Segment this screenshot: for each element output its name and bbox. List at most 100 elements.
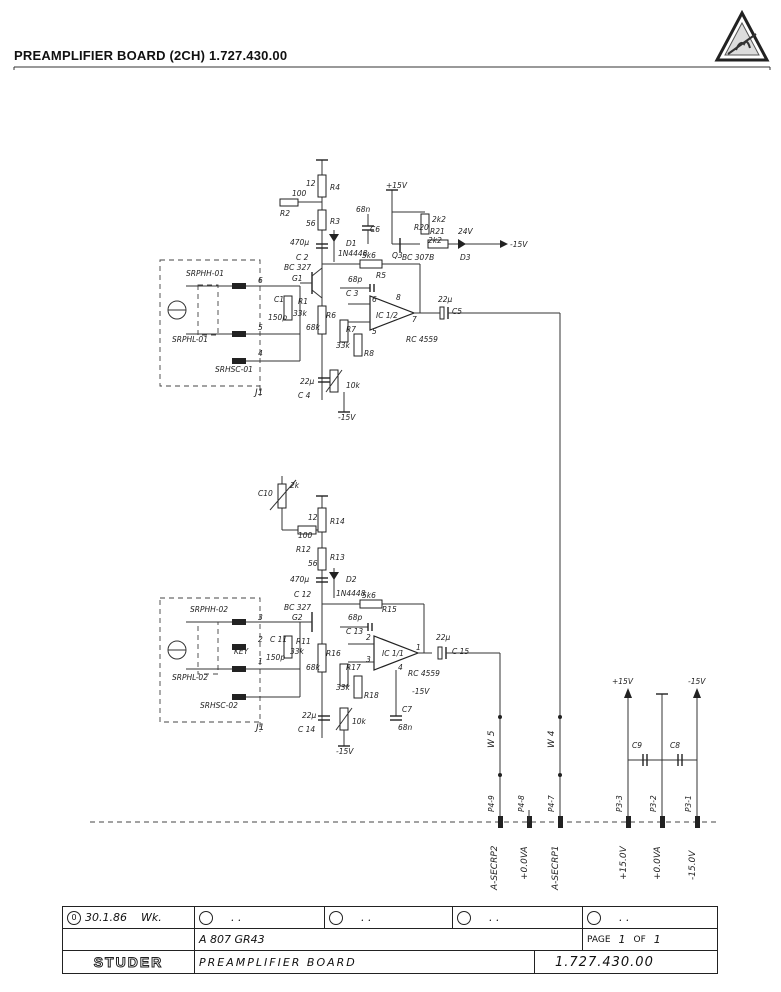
opamp-pin: 5: [372, 327, 377, 336]
title-block: 0 30.1.86 Wk. . . . . . . . . A 807 GR43…: [62, 906, 718, 974]
component-ref: Q3: [392, 251, 403, 260]
component-value: 68p: [348, 275, 363, 284]
component-ref: R8: [364, 349, 374, 358]
connector-pin-label: P4-8: [517, 795, 526, 812]
component-ref: R1: [298, 297, 308, 306]
supply-label: -15V: [688, 677, 706, 686]
component-value: 2k2: [428, 236, 442, 245]
component-value: 68n: [356, 205, 371, 214]
component-ref: C5: [452, 307, 462, 316]
pin-label: 3: [258, 613, 263, 622]
component-ref: R12: [296, 545, 311, 554]
supply-label: -15V: [336, 747, 354, 756]
supply-label: -15V: [510, 240, 528, 249]
signal-label: +15.0V: [619, 845, 629, 880]
channel-1-circuit: [159, 159, 561, 825]
drawing-reference: A 807 GR43: [195, 929, 583, 950]
component-ref: R7: [346, 325, 356, 334]
component-ref: C 4: [298, 391, 311, 400]
page-info: PAGE 1 OF 1: [583, 929, 717, 950]
component-value: 100: [298, 531, 313, 540]
connector-label: SRHSC-01: [215, 365, 253, 374]
component-value: 2k: [290, 481, 300, 490]
connector-pin-label: P4-7: [547, 795, 556, 812]
component-ref: C7: [402, 705, 412, 714]
component-ref: C8: [670, 741, 680, 750]
signal-label: A-SECRP1: [551, 846, 561, 892]
component-ref: R18: [364, 691, 379, 700]
component-ref: R5: [376, 271, 386, 280]
revision-initials: Wk.: [141, 911, 162, 924]
component-ref: R20: [414, 223, 429, 232]
brand-cell: STUDER: [63, 951, 195, 973]
connector-label: SRPHL-02: [172, 673, 208, 682]
component-value: 10k: [346, 381, 361, 390]
pin-label: 1: [258, 657, 263, 666]
connector-pin-p3-3: [626, 816, 631, 828]
component-value: 68k: [306, 323, 321, 332]
connector-pin-label: P3-1: [684, 795, 693, 812]
connector-label: SRHSC-02: [200, 701, 238, 710]
connector-pin-p4-7: [558, 816, 563, 828]
component-ref: C 12: [294, 590, 311, 599]
component-ref: C 2: [296, 253, 309, 262]
connector-pin-p4-9: [498, 816, 503, 828]
component-value: 33k: [293, 309, 308, 318]
supply-label: +15V: [612, 677, 634, 686]
blank-cell: [63, 929, 195, 950]
signal-label: -15.0V: [688, 850, 698, 880]
component-value: 22µ: [302, 711, 317, 720]
opamp-pin: 7: [412, 315, 417, 324]
component-value: 150p: [268, 313, 287, 322]
signal-label: A-SECRP2: [490, 845, 500, 891]
connector-label: J1: [254, 723, 264, 733]
supply-section: [624, 688, 701, 825]
esd-warning-triangle-icon: [714, 10, 770, 62]
component-value: 5k6: [362, 591, 376, 600]
revision-cell: . .: [325, 907, 453, 928]
revision-placeholder: . .: [619, 911, 630, 924]
component-value: 470µ: [290, 238, 309, 247]
opamp-label: IC 1/2: [376, 311, 398, 320]
component-value: 56: [308, 559, 318, 568]
component-ref: R11: [296, 637, 311, 646]
component-value: 10k: [352, 717, 367, 726]
connector-pin-label: P3-3: [615, 795, 624, 812]
supply-label: +15V: [386, 181, 408, 190]
component-value: BC 327: [284, 263, 311, 272]
signal-label: +0.0VA: [653, 846, 663, 880]
component-value: 2k2: [432, 215, 446, 224]
revision-cell: 0 30.1.86 Wk.: [63, 907, 195, 928]
opamp-type: RC 4559: [406, 335, 438, 344]
connector-pin-label: P4-9: [487, 795, 496, 812]
component-ref: C 14: [298, 725, 315, 734]
connector-label: KEY: [234, 647, 250, 656]
opamp-pin: 2: [366, 633, 371, 642]
opamp-pin: 1: [416, 643, 421, 652]
page-label: PAGE: [587, 934, 611, 945]
of-label: OF: [633, 934, 646, 945]
component-ref: C10: [258, 489, 273, 498]
revision-placeholder: . .: [231, 911, 242, 924]
connector-pin-p3-2: [660, 816, 665, 828]
revision-placeholder: . .: [361, 911, 372, 924]
opamp-pin: 4: [398, 663, 403, 672]
supply-label: -15V: [412, 687, 430, 696]
component-value: 56: [306, 219, 316, 228]
component-value: 33k: [336, 341, 351, 350]
revision-date: 30.1.86: [85, 911, 127, 924]
component-value: 1N4448: [338, 249, 368, 258]
component-ref: G2: [292, 613, 303, 622]
component-ref: D1: [346, 239, 357, 248]
supply-label: -15V: [338, 413, 356, 422]
component-value: 68n: [398, 723, 413, 732]
component-ref: C 11: [270, 635, 287, 644]
connector-label: SRPHH-02: [190, 605, 228, 614]
connector-pin-label: P3-2: [649, 795, 658, 812]
opamp-label: IC 1/1: [382, 649, 404, 658]
board-name: PREAMPLIFIER BOARD: [195, 951, 535, 973]
component-ref: C1: [274, 295, 284, 304]
signal-label: +0.0VA: [520, 846, 530, 880]
component-value: 22µ: [436, 633, 451, 642]
connector-label: J1: [253, 388, 263, 398]
